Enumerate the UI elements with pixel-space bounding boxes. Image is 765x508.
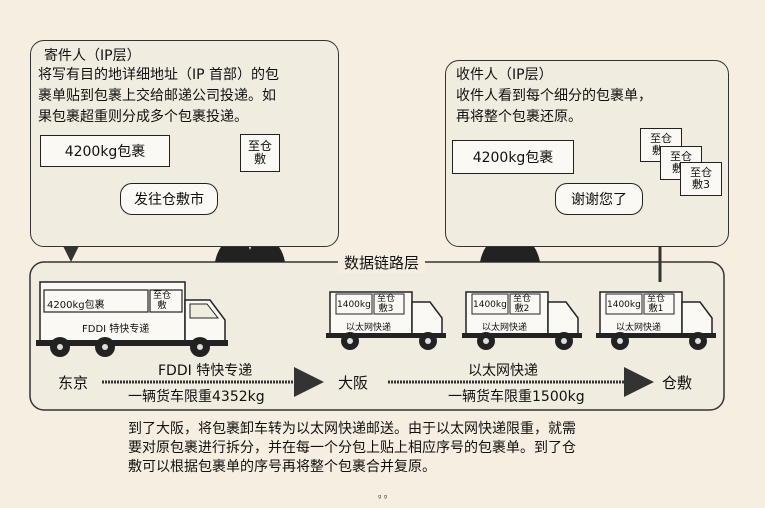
receiver-speech-bubble: 谢谢您了: [555, 183, 643, 215]
caption-line: 要对原包裹进行拆分，并在每一个分包上贴上相应序号的包裹单。到了仓: [128, 439, 576, 458]
big-truck-tag: 至仓 敷: [153, 291, 171, 311]
truck1-tag: 至仓 敷3: [377, 294, 395, 314]
receiver-title: 收件人（IP层）: [456, 64, 553, 84]
sender-line: 将写有目的地详细地址（IP 首部）的包: [38, 65, 279, 86]
sender-address-tag: 至仓 敷: [240, 134, 280, 172]
tag-line: 敷: [254, 153, 266, 166]
sender-speech-bubble: 发往仓敷市: [120, 183, 218, 215]
truck1-load: 1400kg: [337, 300, 371, 310]
route2-limit: 一辆货车限重1500kg: [448, 386, 585, 406]
city-end: 仓敷: [662, 372, 692, 393]
sender-title: 寄件人（IP层）: [44, 45, 141, 65]
city-start: 东京: [58, 372, 88, 393]
big-truck-load: 4200kg包裹: [47, 296, 105, 311]
route2-label: 以太网快递: [468, 360, 538, 380]
big-truck-side: FDDI 特快专递: [82, 320, 149, 335]
caption-line: 到了大阪，将包裹卸车转为以太网快递邮送。由于以太网快递限重，就需: [128, 420, 576, 439]
sender-text: 将写有目的地详细地址（IP 首部）的包 裹单贴到包裹上交给邮递公司投递。如 果包…: [38, 65, 279, 128]
receiver-package: 4200kg包裹: [452, 140, 574, 174]
caption: 到了大阪，将包裹卸车转为以太网快递邮送。由于以太网快递限重，就需 要对原包裹进行…: [128, 420, 576, 477]
truck1-side: 以太网快递: [346, 320, 391, 333]
sender-package: 4200kg包裹: [40, 135, 170, 167]
truck2-side: 以太网快递: [482, 320, 527, 333]
decor-mark: ᵍ ᵍ: [378, 493, 387, 502]
sender-line: 果包裹超重则分成多个包裹投递。: [38, 107, 279, 128]
receiver-tag-3: 至仓 敷3: [680, 162, 722, 196]
truck2-tag: 至仓 敷2: [513, 294, 531, 314]
receiver-line: 收件人看到每个细分的包裹单，: [456, 86, 652, 107]
route1-label: FDDI 特快专递: [158, 360, 252, 380]
truck2-load: 1400kg: [473, 300, 507, 310]
caption-line: 敷可以根据包裹单的序号再将整个包裹合并复原。: [128, 458, 576, 477]
sender-line: 裹单贴到包裹上交给邮递公司投递。如: [38, 86, 279, 107]
receiver-line: 再将整个包裹还原。: [456, 107, 652, 128]
truck3-side: 以太网快递: [616, 320, 661, 333]
receiver-text: 收件人看到每个细分的包裹单， 再将整个包裹还原。: [456, 86, 652, 128]
route1-limit: 一辆货车限重4352kg: [128, 386, 265, 406]
truck3-tag: 至仓 敷1: [647, 294, 665, 314]
datalink-title: 数据链路层: [338, 252, 425, 273]
city-mid: 大阪: [338, 372, 368, 393]
truck3-load: 1400kg: [607, 300, 641, 310]
